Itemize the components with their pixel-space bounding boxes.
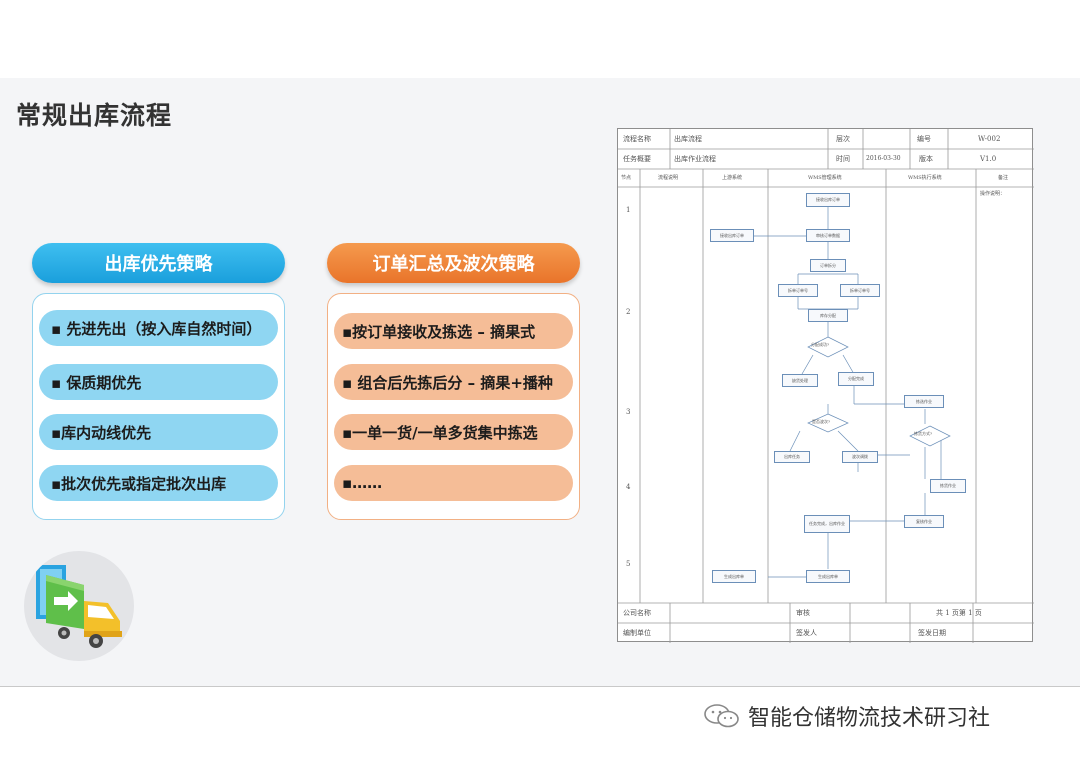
process-name: 出库流程 <box>674 135 702 143</box>
flow-box-approve: 审核订单数据 <box>806 229 850 242</box>
number-label: 编号 <box>917 135 931 143</box>
flow-box-out-task: 出库任务 <box>774 451 810 463</box>
node-number: 2 <box>626 308 631 316</box>
wechat-watermark: 智能仓储物流技术研习社 <box>702 700 990 732</box>
approve-label: 审核 <box>796 609 810 617</box>
page-title: 常规出库流程 <box>16 101 173 130</box>
priority-item: ▪库内动线优先 <box>39 414 278 450</box>
wave-item: ▪…… <box>334 465 573 501</box>
outbound-flowchart: 流程名称 出库流程 层次 编号 W-002 任务概要 出库作业流程 时间 201… <box>617 128 1034 643</box>
time-label: 时间 <box>836 155 850 163</box>
company-label: 公司名称 <box>623 609 651 617</box>
process-name-label: 流程名称 <box>623 135 651 143</box>
flow-box-split: 订单拆分 <box>810 259 846 272</box>
unit-label: 编制单位 <box>623 629 651 637</box>
truck-illustration <box>24 551 134 661</box>
flow-box-alloc-ok: 分配完成 <box>838 372 874 386</box>
doc-time: 2016-03-30 <box>866 155 901 162</box>
flow-box-upstream-order: 接收出库订单 <box>710 229 754 242</box>
node-number: 5 <box>626 560 631 568</box>
node-number: 4 <box>626 483 631 491</box>
decision-q2: 是否波次? <box>812 419 831 424</box>
flowchart-grid <box>618 129 1034 643</box>
watermark-text: 智能仓储物流技术研习社 <box>748 706 991 731</box>
strategy-header-priority: 出库优先策略 <box>32 243 285 283</box>
flow-box-wave: 波次调拨 <box>842 451 878 463</box>
doc-number: W-002 <box>978 135 1001 143</box>
truck-icon <box>36 565 122 648</box>
flow-box-review: 复核作业 <box>904 515 944 528</box>
column-header: 节点 <box>621 175 632 181</box>
priority-item: ▪ 保质期优先 <box>39 364 278 400</box>
priority-item: ▪ 先进先出（按入库自然时间） <box>39 310 278 346</box>
wave-panel: ▪按订单接收及拣选 – 摘果式 ▪ 组合后先拣后分 – 摘果+播种 ▪一单一货/… <box>327 293 580 520</box>
decision-q1: 分配成功? <box>811 342 830 347</box>
flow-box-receive: 接收出库订单 <box>806 193 850 207</box>
strategy-header-wave: 订单汇总及波次策略 <box>327 243 580 283</box>
flow-box-order-b: 拆单订单号 <box>840 284 880 297</box>
overview: 出库作业流程 <box>674 155 716 163</box>
flow-box-gen-bill: 生成出库单 <box>806 570 850 583</box>
doc-version: V1.0 <box>980 155 997 163</box>
overview-label: 任务概要 <box>623 155 651 163</box>
issue-date-label: 签发日期 <box>918 629 946 637</box>
wechat-icon <box>704 704 739 728</box>
flow-box-upstream-feedback: 生成出库单 <box>712 570 756 583</box>
version-label: 版本 <box>919 155 933 163</box>
column-header: 备注 <box>998 175 1009 181</box>
priority-item: ▪批次优先或指定批次出库 <box>39 465 278 501</box>
level-label: 层次 <box>836 135 850 143</box>
flow-box-task-done: 任务完成，出库作业 <box>804 515 850 533</box>
flow-box-pick-mode: 拣货作业 <box>930 479 966 493</box>
column-header: 上游系统 <box>722 175 743 181</box>
flow-box-short: 缺货处理 <box>782 374 818 387</box>
flow-box-order-a: 拆单订单号 <box>778 284 818 297</box>
wave-item: ▪按订单接收及拣选 – 摘果式 <box>334 313 573 349</box>
column-header: WMS管理系统 <box>808 175 842 181</box>
wave-item: ▪一单一货/一单多货集中拣选 <box>334 414 573 450</box>
decision-q3: 拣货方式? <box>914 431 933 436</box>
notes-title: 操作说明： <box>980 191 1006 197</box>
flow-box-pick-job: 拣选作业 <box>904 395 944 408</box>
column-header: 流程说明 <box>658 175 679 181</box>
divider <box>0 686 1080 687</box>
wave-item: ▪ 组合后先拣后分 – 摘果+播种 <box>334 364 573 400</box>
issuer-label: 签发人 <box>796 629 817 637</box>
node-number: 3 <box>626 408 631 416</box>
priority-panel: ▪ 先进先出（按入库自然时间） ▪ 保质期优先 ▪库内动线优先 ▪批次优先或指定… <box>32 293 285 520</box>
page-count: 共 1 页第 1 页 <box>936 609 982 617</box>
node-number: 1 <box>626 206 631 214</box>
column-header: WMS执行系统 <box>908 175 942 181</box>
flow-box-allocate: 库存分配 <box>808 309 848 322</box>
